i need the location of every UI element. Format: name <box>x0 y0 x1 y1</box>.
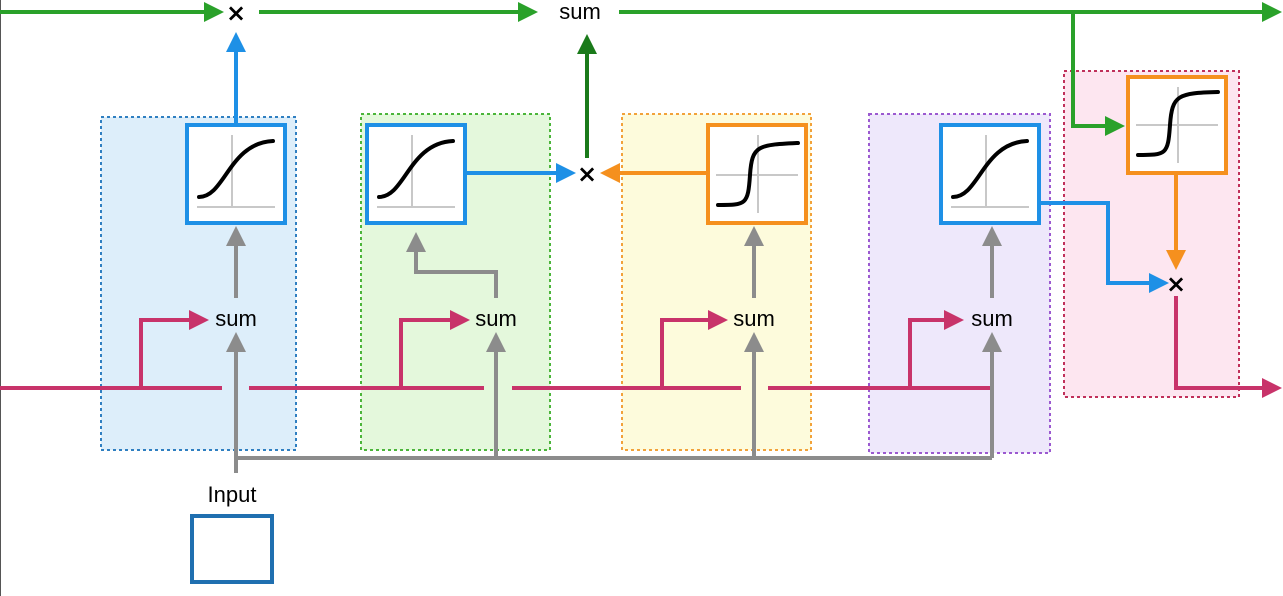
sum-gate1-label: sum <box>215 306 257 331</box>
tanh-curve-icon <box>1136 90 1220 157</box>
sum-gate4-label: sum <box>971 306 1013 331</box>
sum-gate3-label: sum <box>733 306 775 331</box>
input-box <box>190 514 274 584</box>
candidate-tanh-box <box>706 123 808 225</box>
input-sigmoid-box <box>365 123 467 225</box>
output-tanh-box <box>1126 75 1228 175</box>
tanh-curve-icon <box>716 141 800 207</box>
hidden-out-line <box>1174 296 1282 398</box>
sum-top-label: sum <box>559 0 601 24</box>
sigmoid-curve-icon <box>951 139 1029 199</box>
multiply-icon: × <box>577 160 597 188</box>
sum-gate2-label: sum <box>475 306 517 331</box>
hidden-branch-3 <box>660 310 728 388</box>
hidden-branch-1 <box>139 310 209 388</box>
hidden-branch-4 <box>908 310 964 388</box>
multiply-icon: × <box>226 0 246 27</box>
output-sigmoid-box <box>939 123 1041 225</box>
sigmoid-curve-icon <box>377 139 455 199</box>
input-label: Input <box>208 482 257 507</box>
output-sigmoid-out <box>1040 201 1169 293</box>
input-bus-line <box>234 456 992 473</box>
cell-state-branch-line <box>1071 12 1125 136</box>
hidden-branch-2 <box>399 310 470 388</box>
forget-sigmoid-box <box>185 123 287 225</box>
sum2-to-sigmoid <box>406 232 498 298</box>
multiply-icon: × <box>1166 270 1186 298</box>
sigmoid-curve-icon <box>197 139 275 199</box>
